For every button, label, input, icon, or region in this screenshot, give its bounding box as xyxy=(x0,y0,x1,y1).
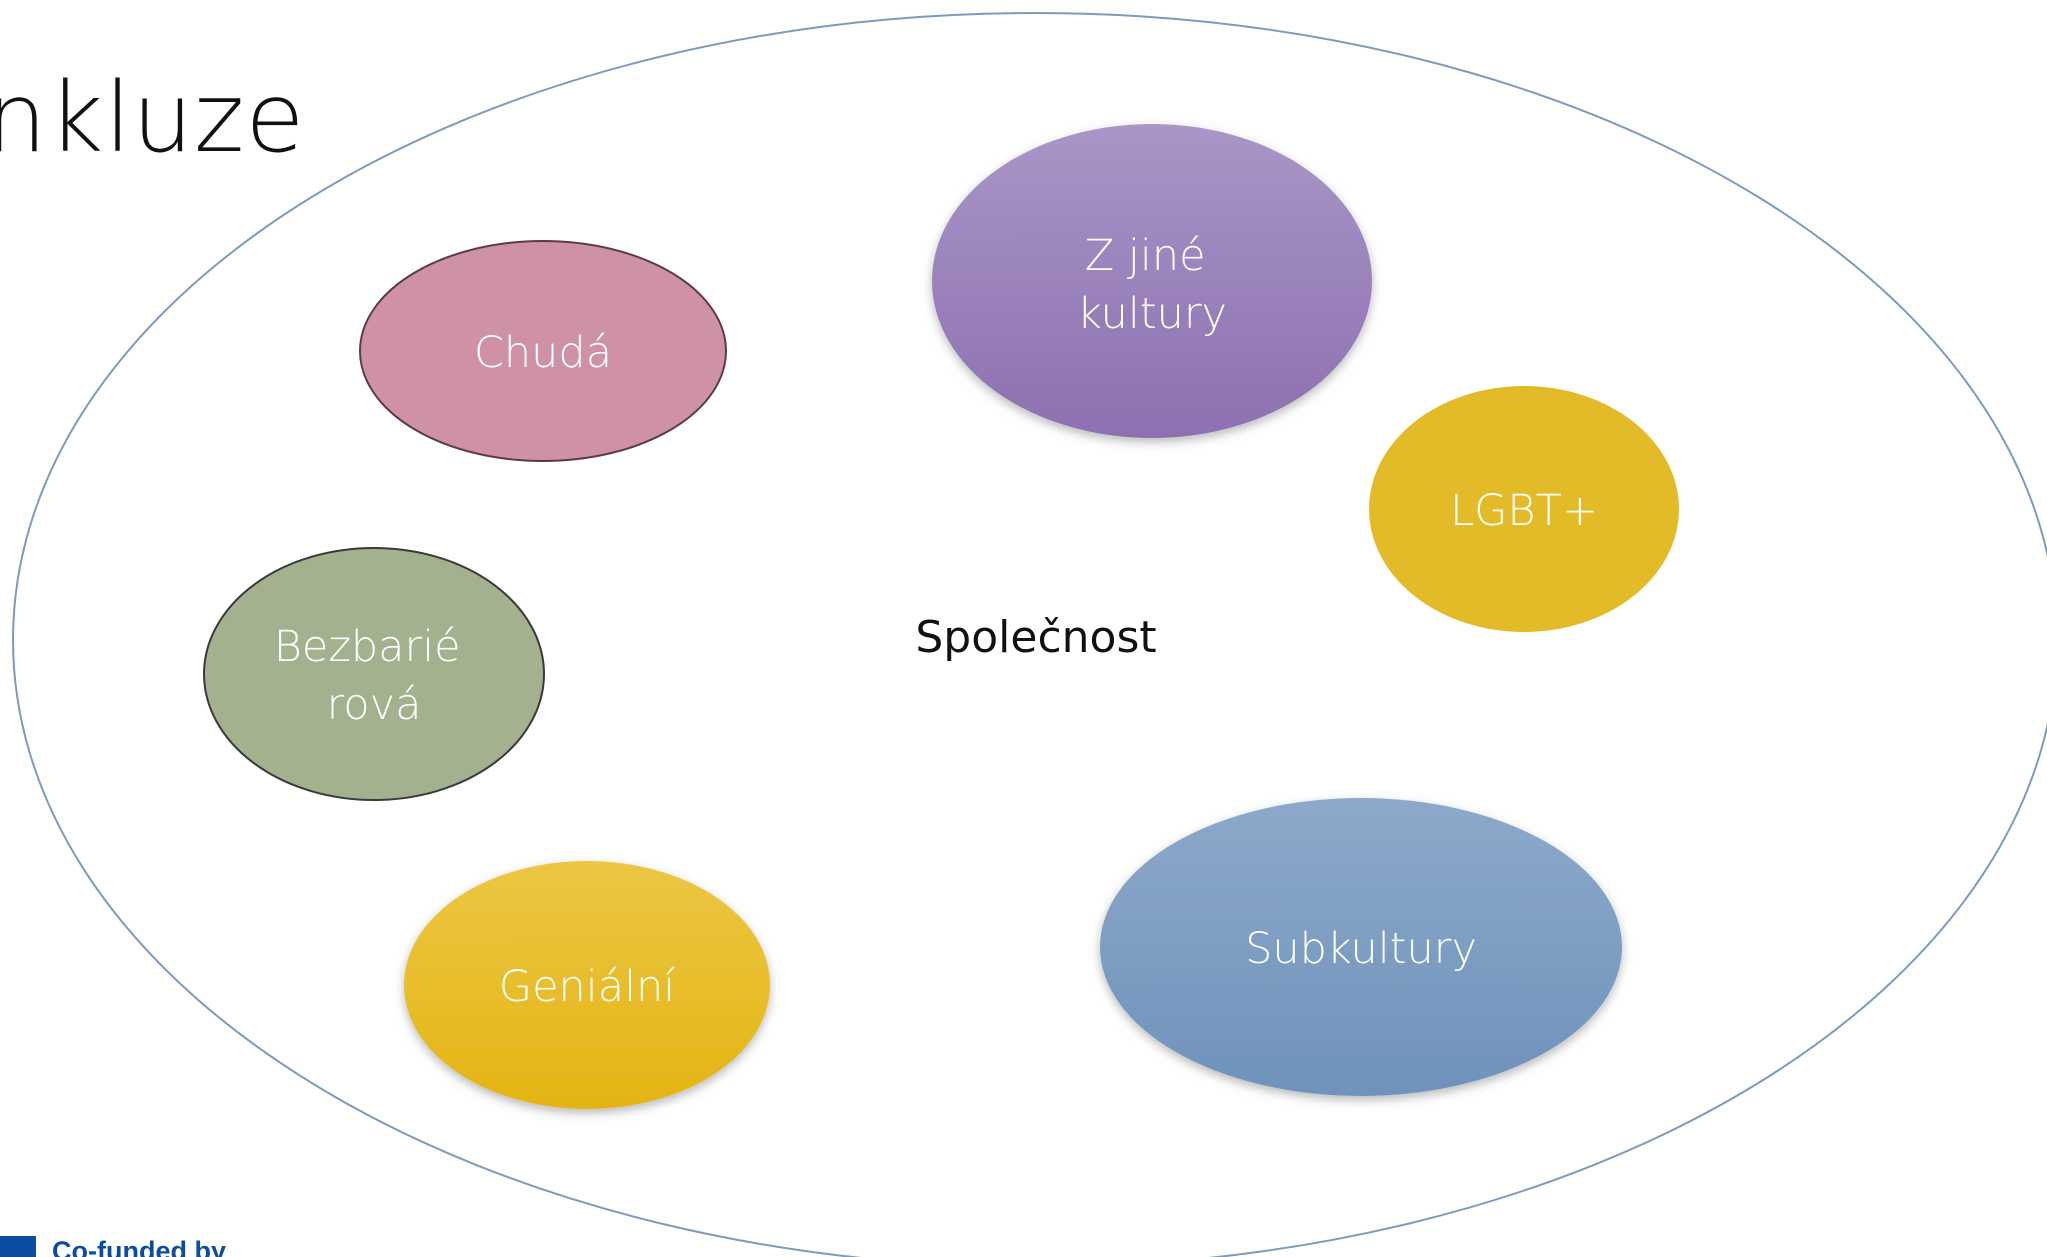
bubble-z-jine-kultury-shape xyxy=(932,124,1372,438)
bubble-genialni-shape xyxy=(404,861,770,1109)
bubble-bezbarierova-shape xyxy=(203,547,545,801)
society-ellipse xyxy=(12,12,2047,1257)
bubble-lgbt-shape xyxy=(1369,386,1679,632)
bubble-lgbt-label: LGBT+ xyxy=(1450,486,1598,536)
bubble-chuda: Chudá xyxy=(359,240,727,462)
eu-flag-logo xyxy=(0,1236,36,1257)
bubble-subkultury-label: Subkultury xyxy=(1245,924,1477,974)
bubble-lgbt: LGBT+ xyxy=(1369,386,1679,632)
bubble-z-jine-kultury-line-2: kultury xyxy=(1077,289,1227,339)
society-label: Společnost xyxy=(915,612,1156,663)
bubble-z-jine-kultury: Z jiné kultury xyxy=(932,124,1372,438)
bubble-bezbarierova-line-2: rová xyxy=(327,680,422,730)
bubble-bezbarierova-label: Bezbarié rová xyxy=(274,622,475,730)
bubble-z-jine-kultury-line-1: Z jiné xyxy=(1085,231,1206,281)
bubble-bezbarierova: Bezbarié rová xyxy=(203,547,545,801)
bubble-genialni: Geniální xyxy=(404,861,770,1109)
bubble-bezbarierova-line-1: Bezbarié xyxy=(274,622,461,672)
bubble-genialni-label: Geniální xyxy=(499,962,676,1012)
cofunded-text: Co-funded by xyxy=(52,1236,226,1257)
bubble-subkultury-shape xyxy=(1100,798,1622,1096)
bubble-chuda-shape xyxy=(359,240,727,462)
bubble-subkultury: Subkultury xyxy=(1100,798,1622,1096)
bubble-z-jine-kultury-label: Z jiné kultury xyxy=(1077,231,1227,339)
bubble-chuda-label: Chudá xyxy=(474,328,612,378)
slide-title: nkluze xyxy=(0,62,306,174)
